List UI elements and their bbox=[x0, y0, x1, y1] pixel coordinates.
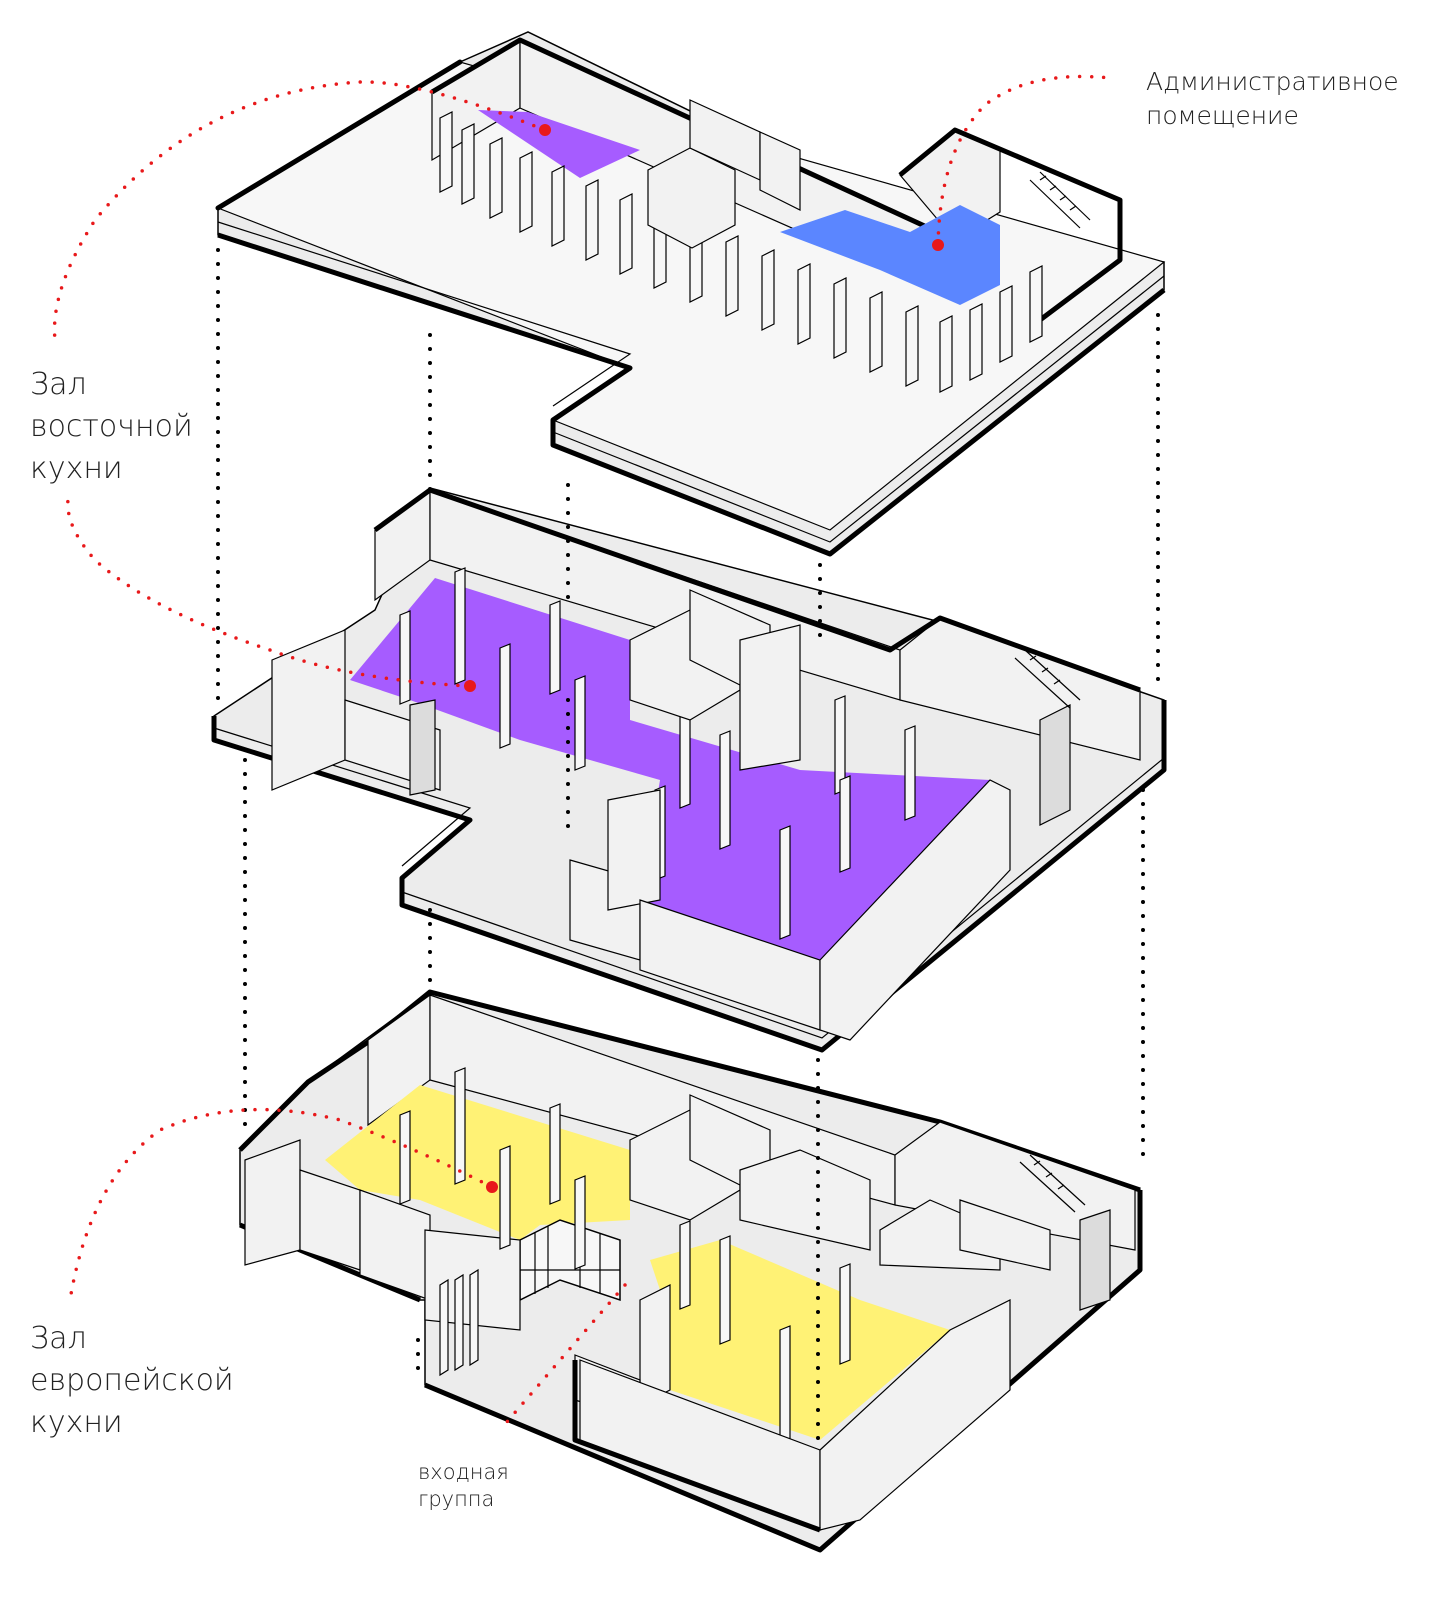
leader-lines bbox=[52, 74, 1112, 1432]
entrance-group-label: входная группа bbox=[418, 1460, 509, 1511]
stair-icon-ground bbox=[1019, 1154, 1086, 1213]
east-hall-marker-middle bbox=[464, 680, 476, 692]
vertical-alignment-guides bbox=[216, 248, 1160, 1442]
entrance-fins bbox=[439, 1268, 479, 1377]
ground-floor-level bbox=[238, 989, 1143, 1553]
admin-marker bbox=[932, 239, 944, 251]
middle-floor-level bbox=[211, 487, 1167, 1053]
east-hall-marker-top bbox=[539, 124, 551, 136]
stair-icon-middle bbox=[1014, 649, 1081, 709]
top-floor-level bbox=[215, 31, 1166, 557]
stair-icon-top bbox=[1029, 171, 1091, 229]
euro-hall-marker bbox=[486, 1181, 498, 1193]
east-hall-label: Зал восточной кухни bbox=[30, 367, 193, 486]
east-hall-upper-floor bbox=[478, 110, 640, 178]
admin-room-floor bbox=[780, 205, 1000, 305]
euro-hall-label: Зал европейской кухни bbox=[30, 1321, 234, 1440]
admin-room-label: Административное помещение bbox=[1146, 67, 1399, 130]
